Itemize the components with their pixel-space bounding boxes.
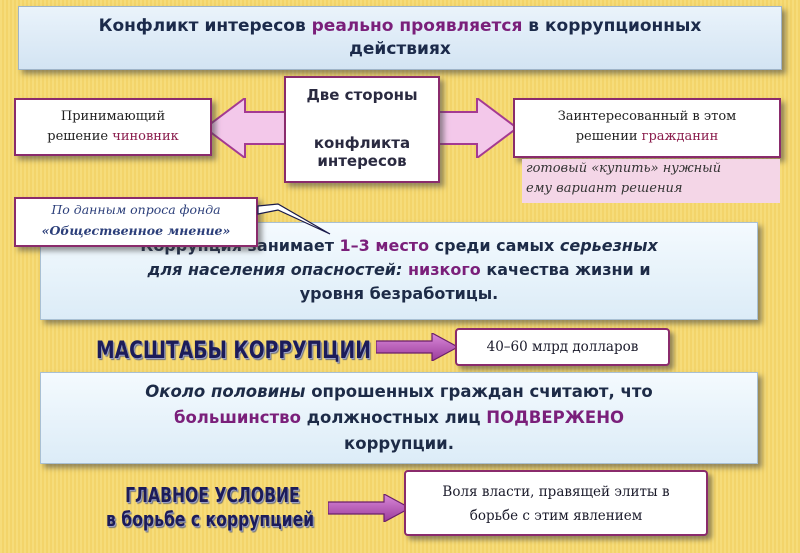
official-line1: Принимающий bbox=[60, 109, 166, 124]
half-l2c: ПОДВЕРЖЕНО bbox=[486, 408, 625, 427]
center-line1: Две стороны bbox=[306, 86, 418, 104]
title-highlight: реально проявляется bbox=[311, 16, 523, 36]
title-part1: Конфликт интересов bbox=[98, 16, 306, 36]
two-sides-box: Две стороны конфликта интересов bbox=[284, 76, 440, 183]
official-box: Принимающий решение чиновник bbox=[14, 98, 212, 156]
note-line1a: готовый «купить» bbox=[526, 161, 659, 176]
citizen-line2a: решении bbox=[575, 129, 638, 144]
center-line3: интересов bbox=[317, 152, 407, 170]
citizen-note: готовый «купить» нужный ему вариант реше… bbox=[522, 159, 780, 203]
half-l2a: большинство bbox=[173, 408, 301, 427]
survey-line2: «Общественное мнение» bbox=[41, 223, 231, 238]
main-condition-label: ГЛАВНОЕ УСЛОВИЕ в борьбе с коррупцией bbox=[106, 483, 314, 531]
scale-value: 40–60 млрд долларов bbox=[486, 339, 639, 355]
note-line2: ему вариант решения bbox=[526, 181, 683, 196]
note-line1b: нужный bbox=[662, 161, 722, 176]
survey-source-box: По данным опроса фонда «Общественное мне… bbox=[14, 197, 258, 247]
rank-l1b: 1–3 место bbox=[339, 236, 430, 255]
slide-title: Конфликт интересов реально проявляется в… bbox=[18, 6, 782, 70]
rank-l2c: качества жизни и bbox=[486, 260, 651, 279]
title-part2: в коррупционных bbox=[528, 16, 702, 36]
rank-l1c: среди самых bbox=[434, 236, 555, 255]
rank-l2b: низкого bbox=[407, 260, 481, 279]
official-line2a: решение bbox=[47, 129, 109, 144]
scale-value-box: 40–60 млрд долларов bbox=[455, 328, 670, 366]
right-arrow-icon bbox=[376, 333, 458, 361]
main-condition-box: Воля власти, правящей элиты в борьбе с э… bbox=[404, 470, 708, 536]
scale-label: МАСШТАБЫ КОРРУПЦИИ bbox=[96, 336, 371, 364]
rank-l1d: серьезных bbox=[559, 236, 658, 255]
condition-text-line2: борьбе с этим явлением bbox=[469, 508, 643, 524]
citizen-line2b: гражданин bbox=[641, 129, 719, 144]
survey-line1: По данным опроса фонда bbox=[51, 202, 221, 217]
half-l3: коррупции. bbox=[344, 434, 454, 453]
citizen-box: Заинтересованный в этом решении граждани… bbox=[513, 98, 781, 158]
center-line2: конфликта bbox=[313, 134, 411, 152]
half-citizens-box: Около половины опрошенных граждан считаю… bbox=[40, 372, 758, 464]
condition-label-line2: в борьбе с коррупцией bbox=[106, 507, 315, 531]
callout-pointer-icon bbox=[257, 203, 331, 235]
condition-text-line1: Воля власти, правящей элиты в bbox=[442, 484, 670, 500]
right-arrow-icon-2 bbox=[328, 494, 410, 522]
condition-label-line1: ГЛАВНОЕ УСЛОВИЕ bbox=[125, 483, 300, 507]
official-line2b: чиновник bbox=[112, 129, 179, 144]
half-l1b: опрошенных граждан считают, что bbox=[311, 382, 653, 401]
title-line2: действиях bbox=[349, 39, 451, 59]
citizen-line1: Заинтересованный в этом bbox=[557, 109, 737, 124]
rank-l3: уровня безработицы. bbox=[299, 284, 499, 303]
half-l2b: должностных лиц bbox=[306, 408, 481, 427]
rank-l2a: для населения опасностей: bbox=[147, 260, 403, 279]
half-l1a: Около половины bbox=[145, 382, 306, 401]
